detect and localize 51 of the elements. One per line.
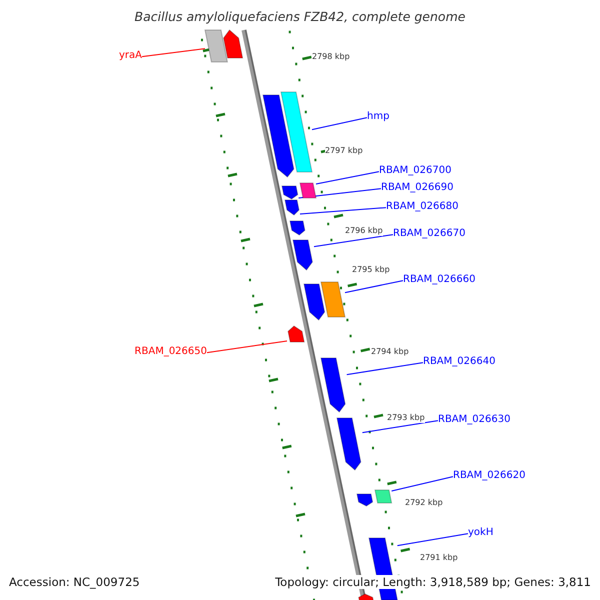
tick-label: 2791 kbp: [420, 553, 458, 563]
leader-line: [391, 476, 454, 492]
leader-line: [396, 533, 468, 546]
gene-label: RBAM_026630: [438, 414, 510, 425]
gene-label: RBAM_026670: [393, 228, 466, 239]
gene-label: yraA: [119, 50, 142, 61]
gene-block: [304, 284, 326, 320]
gene-block: [321, 358, 347, 412]
gene-block: [282, 186, 299, 199]
gene-block: [375, 490, 392, 503]
leader-line: [206, 340, 288, 354]
gene-block: [205, 30, 228, 62]
map-title: Bacillus amyloliquefaciens FZB42, complete genome: [134, 9, 466, 24]
tick-label: 2798 kbp: [312, 52, 350, 62]
gene-label: RBAM_026690: [381, 182, 454, 193]
gene-label: yokH: [468, 527, 494, 538]
leader-line: [300, 207, 386, 214]
gene-block: [287, 326, 304, 342]
gene-block: [300, 183, 316, 198]
gene-label: RBAM_026700: [379, 165, 452, 176]
gene-block: [290, 221, 306, 235]
tick-label: 2794 kbp: [371, 347, 409, 357]
gene-label: RBAM_026660: [403, 274, 476, 285]
tick-label: 2793 kbp: [387, 413, 425, 423]
gene-block: [357, 494, 374, 506]
tick-label: 2797 kbp: [325, 146, 363, 156]
footer-text: Accession: NC_009725: [9, 575, 140, 589]
leader-line: [346, 362, 424, 376]
gene-label: RBAM_026640: [423, 356, 496, 367]
gene-block: [263, 95, 296, 177]
tick-label: 2795 kbp: [352, 265, 390, 275]
leader-line: [142, 48, 206, 58]
leader-line: [314, 234, 394, 248]
gene-block: [281, 92, 312, 172]
leader-line: [298, 188, 382, 198]
leader-line: [362, 420, 438, 434]
gene-label: RBAM_026680: [386, 201, 458, 212]
gene-block: [293, 240, 314, 270]
leader-line: [344, 280, 404, 294]
gene-label: hmp: [367, 111, 390, 122]
gene-label: RBAM_026620: [453, 470, 526, 481]
footer-text: Topology: circular; Length: 3,918,589 bp; Genes: 3,811: [275, 575, 591, 589]
gene-block: [222, 30, 243, 58]
gene-block: [321, 282, 345, 317]
leader-line: [316, 171, 380, 184]
gene-block: [337, 418, 362, 470]
leader-line: [312, 117, 368, 130]
gene-label: RBAM_026650: [134, 346, 207, 357]
tick-label: 2792 kbp: [405, 498, 443, 508]
tick-label: 2796 kbp: [345, 226, 383, 236]
gene-block: [285, 200, 300, 215]
